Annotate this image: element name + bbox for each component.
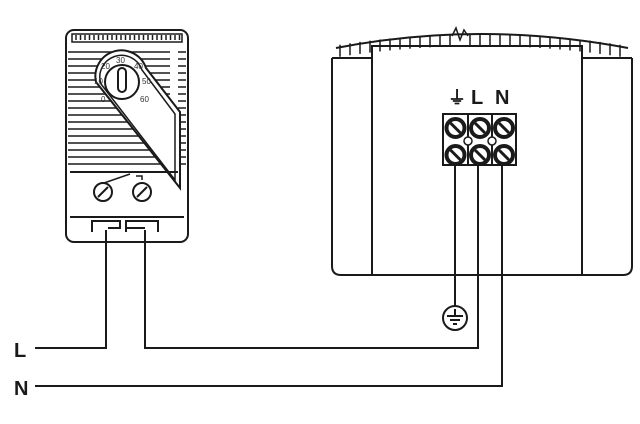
thermostat-screw-2 [132,182,152,202]
thermostat-top-ribs [75,35,181,40]
terminal-screw-icon [493,144,515,166]
dial-label-20: 20 [101,62,110,71]
heater: ⏚ L N [331,26,633,276]
dial-label-60: 60 [140,95,149,104]
supply-neutral-label: N [14,378,28,400]
dial-label-0: 0 [101,95,106,104]
dial-housing-inner [99,54,176,183]
dial-label-40: 40 [134,62,143,71]
dial-knob[interactable] [117,67,127,93]
wiring: L N [14,166,503,400]
dial-label-10: 10 [94,77,103,86]
supply-line-label: L [14,340,26,362]
terminal-left [91,220,121,232]
terminal-screw-icon [444,144,467,166]
terminal-screw-icon [444,117,467,139]
thermostat: 0 10 20 30 40 50 60 [65,29,189,243]
earth-terminal-label: ⏚ [448,88,466,108]
terminal-screw-icon [469,117,491,139]
switch-contact-icon [103,173,143,184]
terminal-screw-icon [469,144,491,166]
neutral-terminal-label: N [495,87,509,109]
terminal-block [442,113,517,166]
terminal-right [125,220,159,232]
dial-label-50: 50 [142,77,151,86]
earth-ground-icon [442,305,468,331]
wire-switched-line [144,166,479,349]
wire-neutral [35,166,503,387]
line-terminal-label: L [471,87,483,109]
wire-line-supply [35,230,107,349]
dial-label-30: 30 [116,56,125,65]
terminal-screw-icon [493,117,515,139]
thermostat-screw-1 [93,182,113,202]
heater-top-ribs [339,26,621,57]
